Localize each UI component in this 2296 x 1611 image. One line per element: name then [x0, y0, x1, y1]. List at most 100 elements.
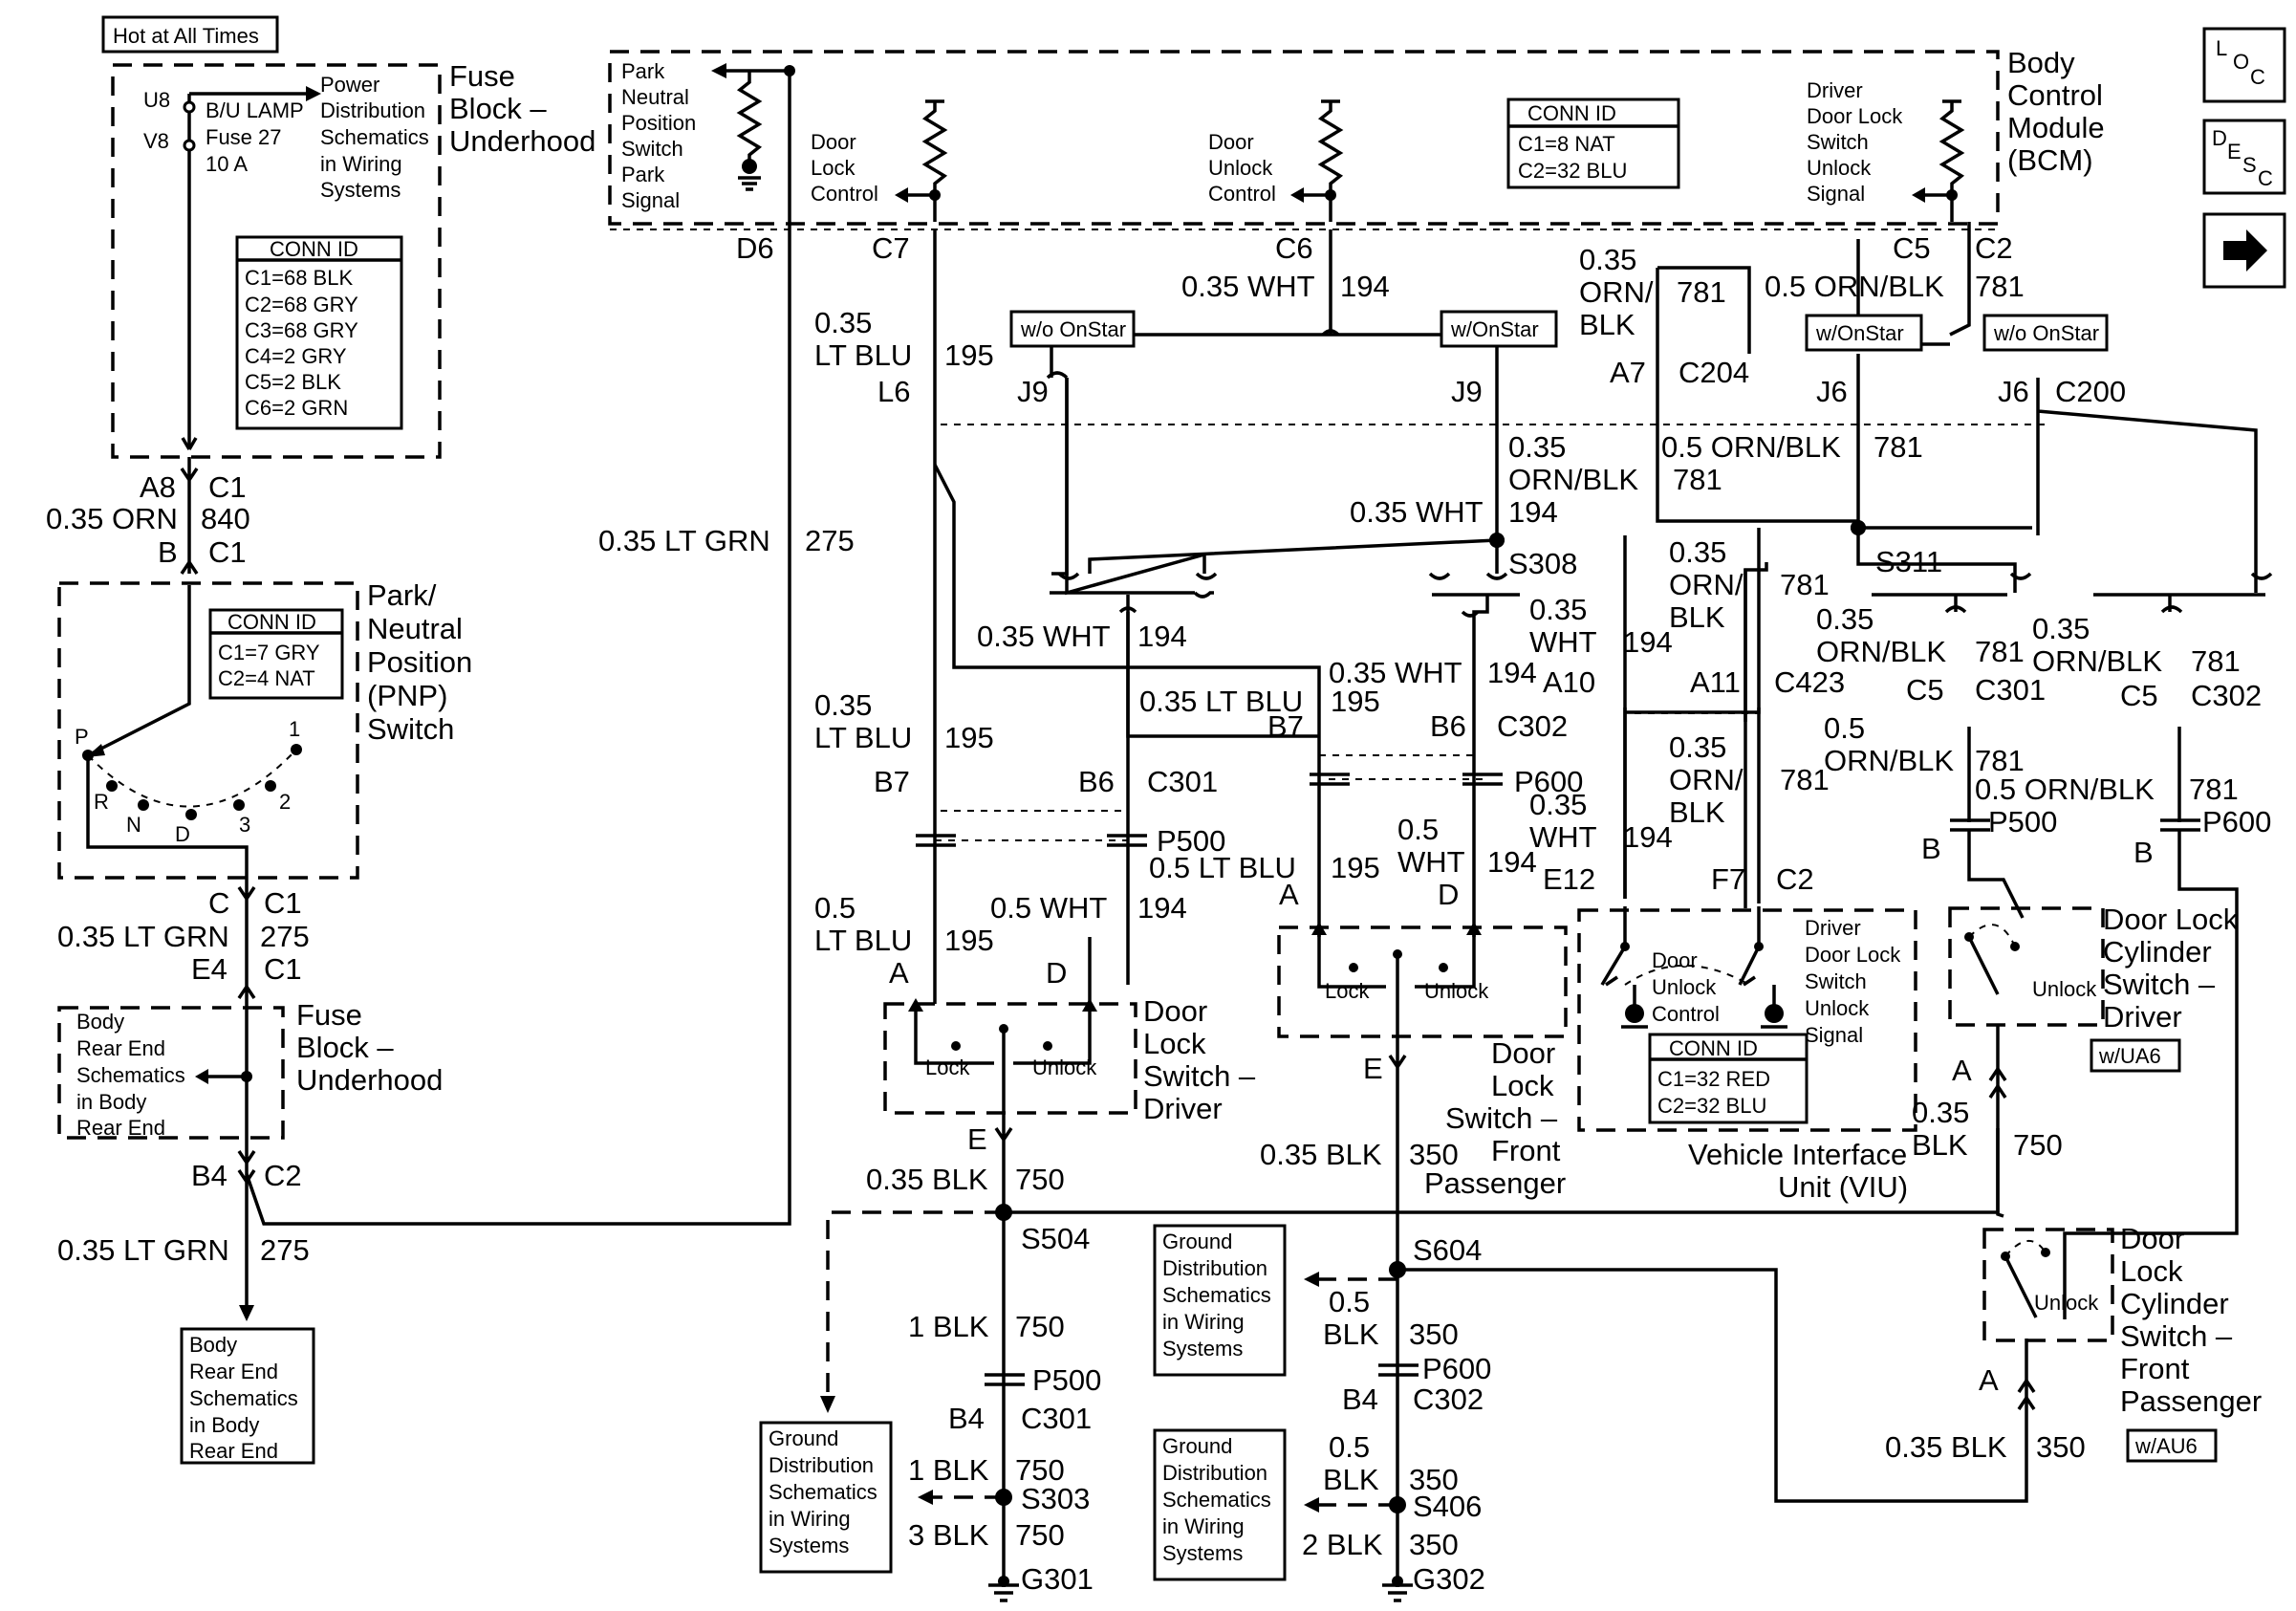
svg-text:Neutral: Neutral — [621, 85, 689, 109]
svg-text:Schematics: Schematics — [1162, 1488, 1271, 1512]
svg-text:Door: Door — [2120, 1222, 2184, 1255]
svg-text:P: P — [75, 725, 89, 749]
svg-text:Control: Control — [811, 182, 878, 206]
svg-text:P500: P500 — [1032, 1363, 1101, 1397]
svg-text:Underhood: Underhood — [449, 124, 596, 158]
svg-text:Rear End: Rear End — [189, 1360, 278, 1383]
svg-text:Switch –: Switch – — [1143, 1059, 1256, 1093]
svg-text:350: 350 — [1409, 1528, 1459, 1561]
svg-text:C5: C5 — [2120, 679, 2158, 712]
svg-text:Distribution: Distribution — [769, 1453, 874, 1477]
svg-text:S303: S303 — [1021, 1482, 1090, 1515]
pnp-connector-labels: A8 C1 0.35 ORN 840 B C1 — [46, 470, 250, 569]
svg-text:350: 350 — [1409, 1317, 1459, 1351]
svg-text:Lock: Lock — [1143, 1027, 1206, 1060]
svg-text:350: 350 — [1409, 1463, 1459, 1496]
svg-text:Lock: Lock — [2120, 1254, 2183, 1288]
svg-text:B6: B6 — [1430, 709, 1466, 743]
svg-text:Control: Control — [2007, 78, 2103, 112]
svg-text:C2=68 GRY: C2=68 GRY — [245, 293, 358, 316]
svg-text:840: 840 — [201, 502, 250, 535]
svg-text:Door: Door — [1491, 1036, 1555, 1070]
svg-text:F7: F7 — [1711, 862, 1745, 896]
svg-text:0.35 LT BLU: 0.35 LT BLU — [1139, 685, 1303, 718]
svg-text:C1: C1 — [208, 470, 247, 504]
svg-text:E4: E4 — [191, 952, 227, 986]
svg-text:BLK: BLK — [1323, 1463, 1379, 1496]
svg-text:Distribution: Distribution — [320, 98, 425, 122]
svg-text:0.35: 0.35 — [1529, 593, 1587, 626]
svg-text:B4: B4 — [1342, 1382, 1378, 1416]
svg-text:WHT: WHT — [1529, 625, 1597, 659]
door-lock-cylinder-switch-driver: Unlock Door Lock Cylinder Switch – Drive… — [1948, 903, 2239, 1073]
svg-text:C302: C302 — [2191, 679, 2262, 712]
svg-text:(BCM): (BCM) — [2007, 143, 2093, 177]
svg-text:E: E — [967, 1122, 987, 1156]
svg-text:S311: S311 — [1875, 545, 1942, 578]
svg-text:0.35: 0.35 — [2032, 612, 2090, 645]
svg-text:Door: Door — [1143, 994, 1207, 1028]
svg-text:S: S — [2242, 153, 2257, 177]
loc-icon[interactable]: L O C — [2202, 27, 2286, 103]
svg-text:Position: Position — [367, 645, 472, 679]
svg-text:Module: Module — [2007, 111, 2105, 144]
svg-text:0.35 WHT: 0.35 WHT — [1329, 656, 1462, 689]
svg-text:w/UA6: w/UA6 — [2098, 1044, 2161, 1068]
svg-text:194: 194 — [1623, 820, 1673, 854]
svg-text:Schematics: Schematics — [189, 1386, 298, 1410]
svg-text:C301: C301 — [1975, 673, 2046, 707]
next-arrow-icon[interactable] — [2202, 212, 2286, 289]
svg-text:Distribution: Distribution — [1162, 1461, 1267, 1485]
svg-text:U8: U8 — [143, 88, 170, 112]
svg-text:J9: J9 — [1451, 375, 1483, 408]
svg-text:350: 350 — [2036, 1430, 2086, 1464]
body-control-module: Body Control Module (BCM) Park Neutral P… — [608, 46, 2105, 337]
svg-text:194: 194 — [1623, 625, 1673, 659]
svg-text:C5: C5 — [1906, 673, 1944, 707]
svg-text:750: 750 — [1015, 1453, 1065, 1487]
svg-text:B7: B7 — [1267, 709, 1304, 743]
svg-text:G301: G301 — [1021, 1562, 1094, 1596]
svg-text:BLK: BLK — [1669, 795, 1725, 829]
svg-text:C1=8 NAT: C1=8 NAT — [1518, 132, 1615, 156]
svg-text:S406: S406 — [1413, 1490, 1482, 1523]
ground-wiring — [820, 1036, 2000, 1602]
svg-text:781: 781 — [1975, 744, 2025, 777]
svg-text:P600: P600 — [1422, 1352, 1491, 1385]
svg-text:Schematics: Schematics — [76, 1063, 185, 1087]
svg-text:C301: C301 — [1021, 1402, 1092, 1435]
svg-text:Hot at All Times: Hot at All Times — [113, 24, 259, 48]
svg-text:194: 194 — [1340, 270, 1390, 303]
svg-text:D: D — [1438, 878, 1459, 911]
svg-text:V8: V8 — [143, 129, 169, 153]
svg-text:Lock: Lock — [811, 156, 856, 180]
svg-text:Body: Body — [2007, 46, 2075, 79]
svg-text:in Wiring: in Wiring — [1162, 1310, 1245, 1334]
svg-text:195: 195 — [1331, 685, 1380, 718]
svg-text:Rear End: Rear End — [76, 1116, 165, 1140]
svg-text:J6: J6 — [1816, 375, 1848, 408]
svg-text:ORN/: ORN/ — [1579, 275, 1654, 309]
svg-text:Vehicle Interface: Vehicle Interface — [1688, 1138, 1907, 1171]
svg-text:Distribution: Distribution — [1162, 1256, 1267, 1280]
svg-text:CONN ID: CONN ID — [1669, 1036, 1758, 1060]
svg-text:LT BLU: LT BLU — [814, 338, 912, 372]
vehicle-interface-unit: Door Unlock Control Driver Door Lock Swi… — [1577, 906, 1917, 1204]
svg-text:0.5 LT BLU: 0.5 LT BLU — [1149, 851, 1296, 884]
svg-text:P500: P500 — [1988, 805, 2057, 838]
svg-text:0.5 WHT: 0.5 WHT — [990, 891, 1107, 925]
svg-text:194: 194 — [1487, 656, 1537, 689]
svg-text:195: 195 — [944, 924, 994, 957]
svg-text:B: B — [158, 535, 178, 569]
svg-text:S308: S308 — [1508, 547, 1577, 580]
svg-text:w/o OnStar: w/o OnStar — [1993, 321, 2099, 345]
svg-text:275: 275 — [260, 1233, 310, 1267]
svg-text:0.35: 0.35 — [1816, 602, 1874, 636]
svg-text:C3=68 GRY: C3=68 GRY — [245, 318, 358, 342]
desc-icon[interactable]: D E S C — [2202, 119, 2286, 195]
wire-275-number: 275 — [805, 524, 855, 557]
svg-text:D: D — [175, 822, 190, 846]
svg-text:C4=2 GRY: C4=2 GRY — [245, 344, 347, 368]
svg-text:C302: C302 — [1413, 1382, 1484, 1416]
svg-text:Signal: Signal — [621, 188, 680, 212]
